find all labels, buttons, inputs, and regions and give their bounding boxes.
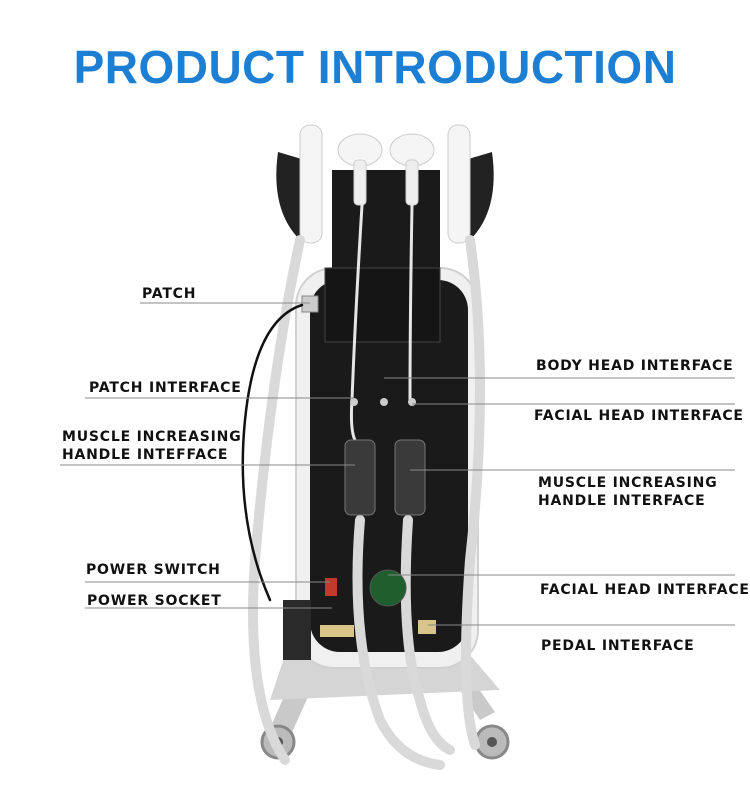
callout-lines xyxy=(60,302,735,626)
label-line: MUSCLE INCREASING xyxy=(62,429,242,445)
label-patch-interface: PATCH INTERFACE xyxy=(89,380,242,396)
label-line: HANDLE INTERFACE xyxy=(538,493,706,509)
label-facial-head-interface-upper: FACIAL HEAD INTERFACE xyxy=(534,408,744,424)
handle-holder xyxy=(276,124,494,268)
page-title: PRODUCT INTRODUCTION xyxy=(73,41,677,93)
label-muscle-handle-right: MUSCLE INCREASING HANDLE INTERFACE xyxy=(538,474,718,510)
label-body-head-interface: BODY HEAD INTERFACE xyxy=(536,358,734,374)
label-muscle-handle-left: MUSCLE INCREASING HANDLE INTEFFACE xyxy=(62,428,242,464)
label-power-switch: POWER SWITCH xyxy=(86,562,221,578)
label-line: HANDLE INTEFFACE xyxy=(62,447,229,463)
label-facial-head-interface-lower: FACIAL HEAD INTERFACE xyxy=(540,582,750,598)
label-patch: PATCH xyxy=(142,286,197,302)
label-power-socket: POWER SOCKET xyxy=(87,593,222,609)
machine-cabinet xyxy=(283,267,479,669)
label-line: MUSCLE INCREASING xyxy=(538,475,718,491)
handle-interfaces xyxy=(344,398,426,516)
fan-grill xyxy=(369,569,407,607)
label-pedal-interface: PEDAL INTERFACE xyxy=(541,638,695,654)
cables xyxy=(241,203,485,770)
